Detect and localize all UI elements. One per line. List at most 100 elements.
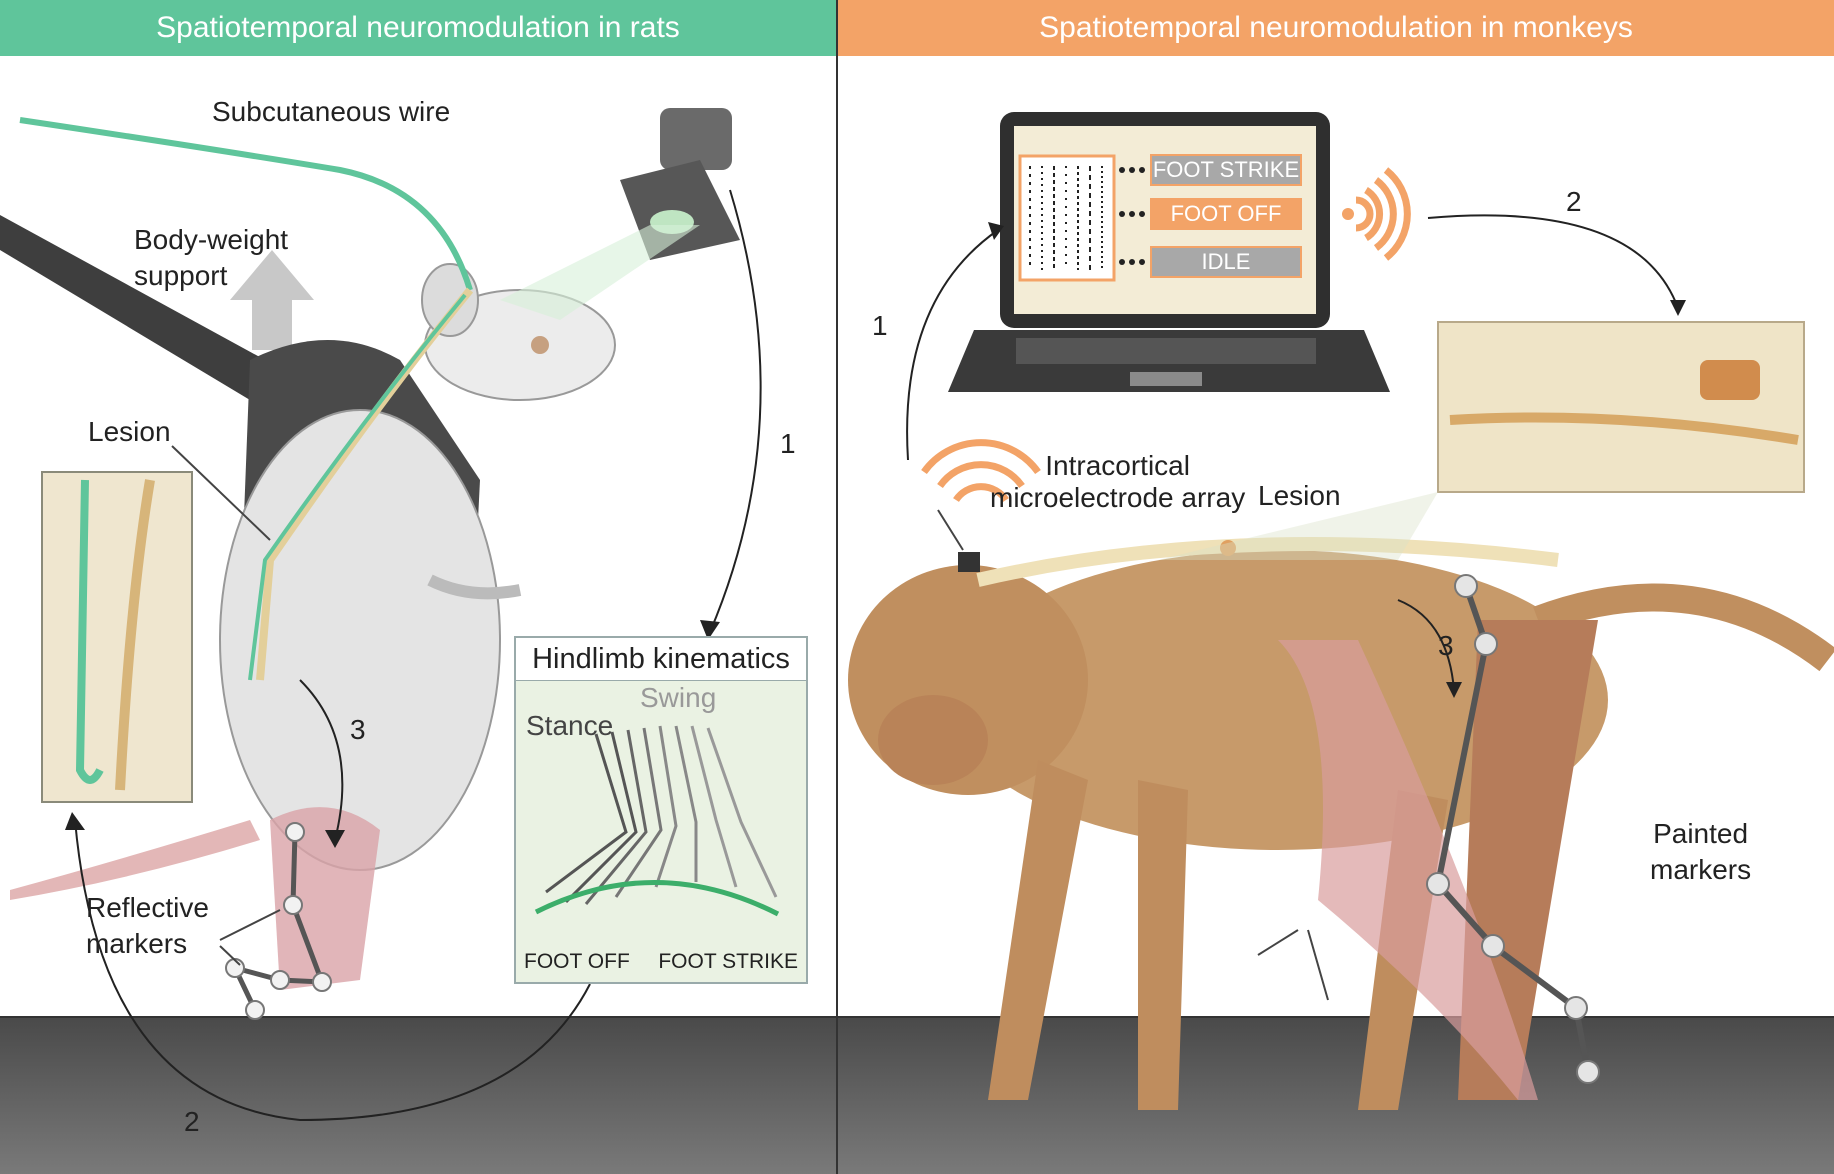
wireless-dot xyxy=(1342,208,1354,220)
reflective-marker xyxy=(245,1000,265,1020)
hindlimb-kinematics-box: Hindlimb kinematics Stance Swing FOOT OF… xyxy=(514,636,808,984)
painted-marker xyxy=(1454,574,1478,598)
inset-callout xyxy=(1158,492,1438,560)
pointer-line xyxy=(1257,929,1299,956)
implant-spot xyxy=(1220,540,1236,556)
laptop-trackpad xyxy=(1130,372,1202,386)
arrowhead-icon xyxy=(988,222,1004,240)
monkey-front-leg xyxy=(1138,780,1188,1110)
reflective-marker xyxy=(225,958,245,978)
raster-plot xyxy=(1018,154,1116,282)
pointer-line xyxy=(1307,929,1329,1001)
reflective-marker xyxy=(312,972,332,992)
stick-frame xyxy=(564,731,638,904)
rat-eye xyxy=(531,336,549,354)
arrowhead-icon xyxy=(700,620,720,640)
rats-panel: Spatiotemporal neuromodulation in rats xyxy=(0,0,838,1174)
reflective-marker xyxy=(270,970,290,990)
reflective-marker xyxy=(285,822,305,842)
screen-foot-off: FOOT OFF xyxy=(1150,198,1302,230)
rat-foreleg xyxy=(427,574,522,600)
label-lesion: Lesion xyxy=(88,416,171,447)
kinematics-stance: Stance xyxy=(526,710,614,741)
painted-marker xyxy=(1474,632,1498,656)
arrowhead-icon xyxy=(1446,682,1462,698)
body-weight-arrow-icon xyxy=(230,250,314,350)
step3-arrow xyxy=(1397,599,1455,691)
inset-cord xyxy=(115,479,155,791)
label-subcutaneous-wire: Subcutaneous wire xyxy=(212,96,451,127)
inset-lead xyxy=(75,479,104,784)
kinematics-title: Hindlimb kinematics xyxy=(516,638,806,681)
step1-arrow xyxy=(906,229,999,461)
pointer-line xyxy=(219,945,241,966)
subcutaneous-wire xyxy=(19,117,473,291)
label-intracortical-array: Intracortical microelectrode array xyxy=(990,450,1246,513)
monkey-hindlimb-muscle xyxy=(1278,640,1538,1100)
implant-lead xyxy=(248,293,467,681)
stick-frame xyxy=(690,725,738,888)
stick-frame xyxy=(584,729,648,905)
monkey-tail xyxy=(1533,583,1834,672)
kinematics-swing: Swing xyxy=(640,682,717,713)
label-reflective-markers: Reflective markers xyxy=(86,892,209,959)
label-body-weight-support: Body-weight support xyxy=(134,224,289,291)
rats-header: Spatiotemporal neuromodulation in rats xyxy=(0,0,836,56)
raster-spikes xyxy=(1029,166,1103,270)
stick-frame xyxy=(674,725,698,882)
painted-marker xyxy=(1481,934,1505,958)
monkey-body xyxy=(948,550,1608,850)
rats-floor xyxy=(0,1016,836,1174)
stick-frame xyxy=(545,733,628,894)
monkey-spine-inset xyxy=(1437,321,1805,493)
inset-spinal-cord xyxy=(1449,412,1799,445)
pointer-line xyxy=(937,509,964,551)
reflective-marker xyxy=(283,895,303,915)
inset-implant xyxy=(1700,360,1760,400)
rat-ear xyxy=(421,263,479,337)
painted-marker xyxy=(1426,872,1450,896)
camera-body xyxy=(660,108,732,170)
screen-dots xyxy=(1119,167,1145,265)
painted-marker xyxy=(1564,996,1588,1020)
camera-light xyxy=(500,225,700,320)
stick-frame xyxy=(654,725,678,888)
arrowhead-icon xyxy=(65,812,85,830)
step1-arrow xyxy=(709,189,762,633)
rat-illustration xyxy=(0,108,762,1122)
kinematics-foot-strike: FOOT STRIKE xyxy=(658,950,798,973)
step-1: 1 xyxy=(780,428,796,459)
kinematics-foot-off: FOOT OFF xyxy=(524,950,630,973)
monkeys-header: Spatiotemporal neuromodulation in monkey… xyxy=(838,0,1834,56)
arrowhead-icon xyxy=(1670,300,1686,316)
screen-idle: IDLE xyxy=(1150,246,1302,278)
stick-frame xyxy=(614,727,663,898)
monkeys-panel: Spatiotemporal neuromodulation in monkey… xyxy=(838,0,1834,1174)
step-2: 2 xyxy=(184,1106,200,1137)
stick-diagram xyxy=(534,725,780,917)
monkey-muzzle xyxy=(878,695,988,785)
painted-marker xyxy=(1576,1060,1600,1084)
pointer-line xyxy=(171,445,271,541)
monkey-front-leg xyxy=(988,760,1088,1100)
step2-arrow xyxy=(74,819,591,1122)
label-monkey-lesion: Lesion xyxy=(1258,480,1341,511)
arrowhead-icon xyxy=(325,830,345,848)
monkey-spine xyxy=(976,537,1559,587)
step-3: 3 xyxy=(350,714,366,745)
spine-inset xyxy=(41,471,193,803)
wireless-receive-icon xyxy=(921,439,1041,503)
support-rod xyxy=(0,215,320,430)
wireless-transmit-icon xyxy=(1355,167,1411,261)
step3-arrow xyxy=(299,679,344,841)
monkey-step-1: 1 xyxy=(872,310,888,341)
stick-frame xyxy=(706,727,778,898)
microelectrode-array xyxy=(958,552,980,572)
rat-hindlimb-muscle xyxy=(270,807,380,990)
foot-trajectory xyxy=(534,880,780,917)
pointer-line xyxy=(219,909,281,941)
label-painted-markers: Painted markers xyxy=(1650,818,1752,885)
rat-tail xyxy=(10,820,260,900)
step2-arrow xyxy=(1427,214,1679,309)
monkey-illustration xyxy=(848,112,1834,1110)
